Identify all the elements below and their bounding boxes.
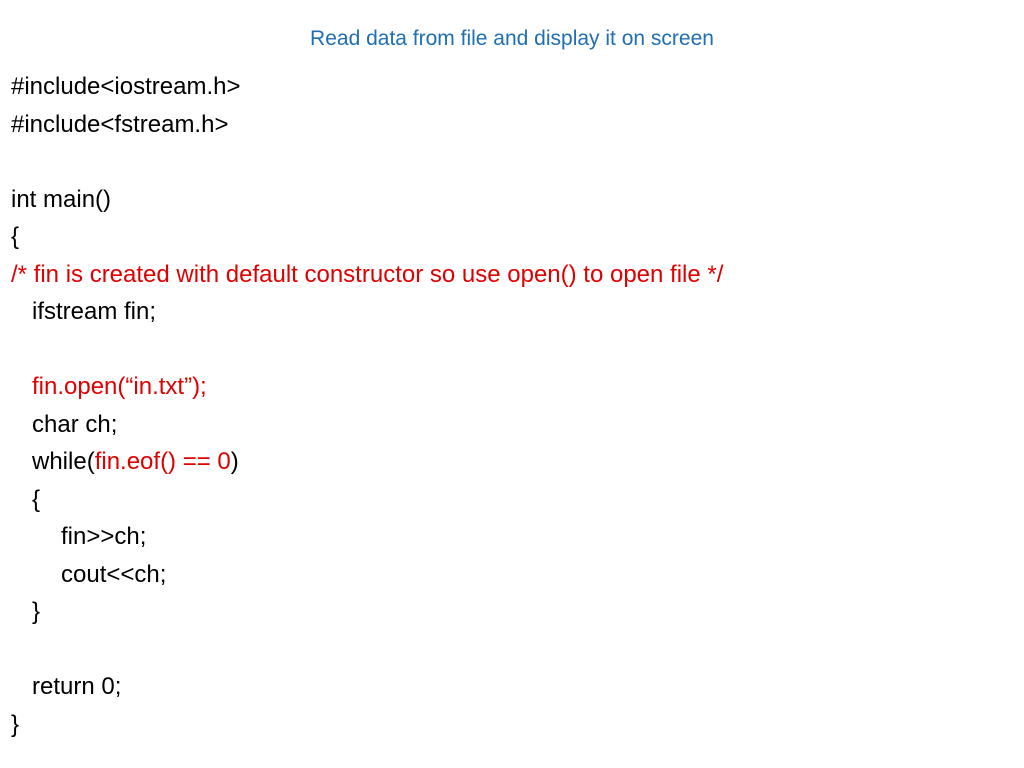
code-line-blank [11,631,723,669]
code-line-declare-fin: ifstream fin; [32,298,157,325]
code-line-print: cout<<ch; [61,560,167,588]
code-line-while: while(fin.eof() == 0) [11,443,723,481]
slide-title: Read data from file and display it on sc… [310,27,714,50]
code-block: #include<iostream.h> #include<fstream.h>… [11,68,723,743]
code-line-loop-open-brace: { [32,485,41,513]
code-line-blank [11,143,723,181]
while-keyword: while( [32,448,95,475]
code-line-close-brace: } [11,710,20,738]
code-line-blank [11,331,723,369]
code-comment: /* fin is created with default construct… [11,260,724,288]
code-line-declare-ch: char ch; [32,410,118,438]
code-line-open-call: fin.open(“in.txt”); [32,373,207,400]
code-line-return: return 0; [32,673,122,700]
code-line-read: fin>>ch; [61,523,147,550]
code-line-include-fstream: #include<fstream.h> [11,110,229,138]
code-line-open-brace: { [11,223,20,250]
code-line-include-iostream: #include<iostream.h> [11,73,241,100]
code-line-loop-close-brace: } [32,598,41,625]
while-close-paren: ) [230,448,239,475]
code-line-main-signature: int main() [11,185,112,213]
while-condition: fin.eof() == 0 [94,448,231,475]
